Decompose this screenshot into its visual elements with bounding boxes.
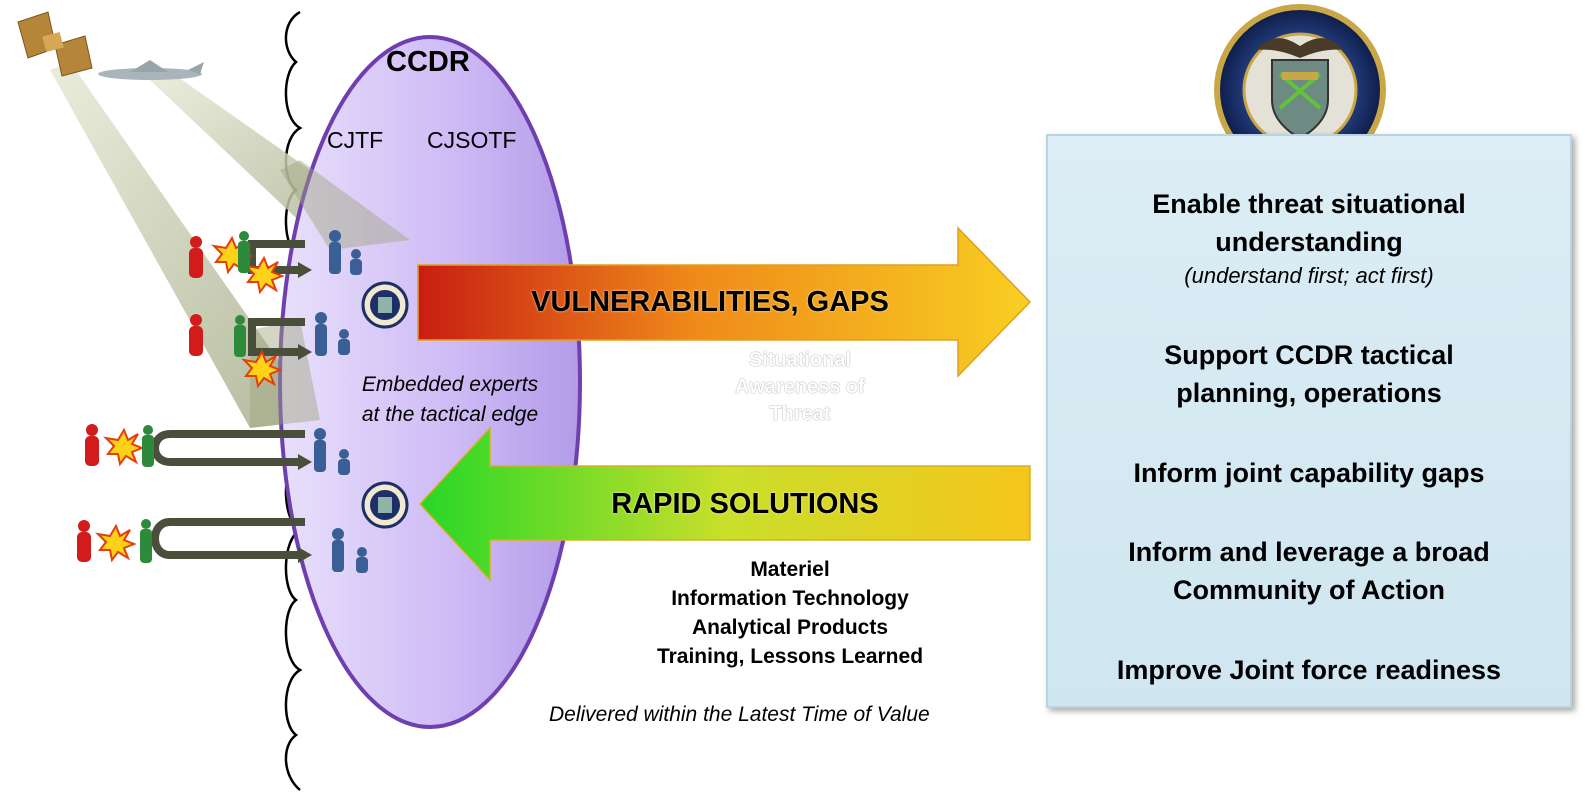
embedded-experts-note: Embedded experts at the tactical edge: [320, 370, 580, 430]
enemy-figure-3: [85, 424, 99, 466]
soldier-pair-1: [329, 230, 362, 275]
embedded-line-1: Embedded experts: [361, 373, 539, 396]
soldier-pair-4: [332, 528, 368, 573]
cjtf-label: CJTF: [327, 127, 384, 153]
vulnerabilities-gaps-label: VULNERABILITIES, GAPS: [531, 286, 889, 318]
objective-1-line-1: Enable threat situational: [1152, 189, 1466, 219]
friendly-figure-4: [140, 519, 152, 563]
objective-1-subtitle: (understand first; act first): [1184, 263, 1434, 288]
situational-awareness-ghost-text: Situational Awareness of Threat: [700, 347, 900, 428]
small-emblem-icon-bottom: [361, 481, 409, 529]
engagement-figures: [77, 231, 285, 563]
loop-2: [248, 318, 305, 356]
explosion-icon-2: [243, 255, 285, 295]
explosion-icon-4: [103, 427, 145, 467]
loop-3: [151, 430, 305, 466]
objective-1-line-2: understanding: [1215, 227, 1403, 257]
loop-1: [248, 240, 305, 274]
rapid-solutions-arrow: [418, 426, 1031, 582]
objective-support-ccdr: Support CCDR tactical planning, operatio…: [1046, 336, 1572, 412]
solutions-list: Materiel Information Technology Analytic…: [620, 555, 960, 671]
solution-item: Analytical Products: [691, 616, 889, 639]
vulnerabilities-arrow: [417, 226, 1032, 378]
objective-community-of-action: Inform and leverage a broad Community of…: [1046, 533, 1572, 609]
loop-4: [151, 518, 305, 559]
solution-item: Information Technology: [671, 587, 909, 610]
aircraft-icon: [98, 60, 204, 80]
objective-4-line-2: Community of Action: [1173, 575, 1445, 605]
cjsotf-label: CJSOTF: [427, 127, 517, 153]
solution-item: Training, Lessons Learned: [656, 645, 924, 668]
beam-overlay-upper: [280, 160, 410, 250]
ccdr-ellipse: [278, 35, 582, 729]
small-emblem-icon-top: [361, 281, 409, 329]
embedded-line-2: at the tactical edge: [361, 403, 539, 426]
enemy-figure-1: [189, 236, 203, 278]
soldier-pair-2: [315, 312, 350, 356]
explosion-icon-5: [95, 523, 137, 563]
satellite-icon: [17, 11, 93, 77]
ghost-line-2: Awareness of: [735, 376, 865, 398]
solution-item: Materiel: [750, 558, 830, 581]
loop-arrowheads: [298, 262, 312, 563]
embedded-teams: [314, 230, 368, 573]
enemy-figure-2: [189, 314, 203, 356]
ccdr-title: CCDR: [386, 46, 470, 78]
friendly-figure-3: [142, 425, 154, 467]
enemy-figure-4: [77, 520, 91, 562]
objective-4-line-1: Inform and leverage a broad: [1128, 537, 1490, 567]
ghost-line-3: Threat: [769, 403, 831, 425]
objective-2-line-1: Support CCDR tactical: [1164, 340, 1454, 370]
friendly-figure-1: [238, 231, 250, 273]
objective-capability-gaps: Inform joint capability gaps: [1133, 458, 1485, 488]
ghost-line-1: Situational: [748, 349, 852, 371]
engagement-loops: [151, 240, 305, 559]
objective-2-line-2: planning, operations: [1176, 378, 1442, 408]
objective-situational-understanding: Enable threat situational understanding …: [1046, 185, 1572, 291]
soldier-pair-3: [314, 428, 350, 475]
delivery-note: Delivered within the Latest Time of Valu…: [549, 703, 930, 726]
friendly-figure-2: [234, 315, 246, 357]
explosion-icon-3: [241, 349, 283, 389]
rapid-solutions-label: RAPID SOLUTIONS: [611, 488, 879, 520]
objective-force-readiness: Improve Joint force readiness: [1116, 655, 1502, 685]
objectives-panel: [1046, 134, 1572, 708]
agency-seal: [1214, 4, 1386, 176]
